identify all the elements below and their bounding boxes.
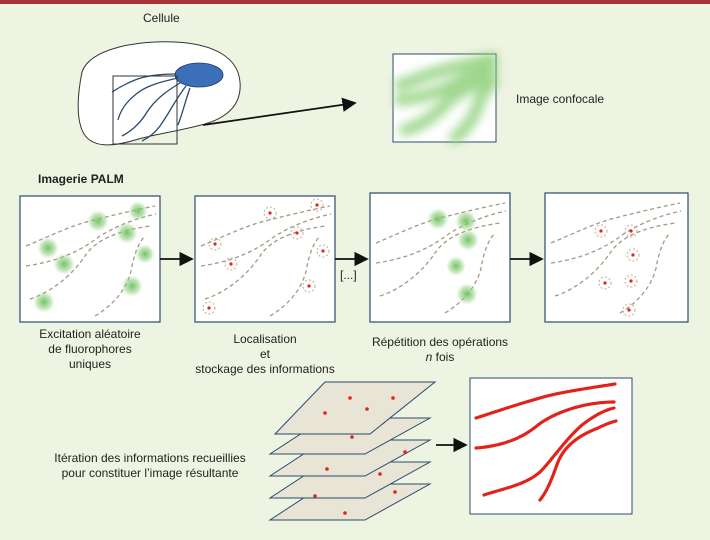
step1-caption: Excitation aléatoire de fluorophores uni… <box>20 327 160 372</box>
iteration-caption: Itération des informations recueillies p… <box>32 451 268 481</box>
cell-filaments <box>111 73 191 142</box>
stack-of-layers <box>268 381 437 521</box>
step3-line1: Répétition des opérations <box>371 335 509 349</box>
palm-panel-localisation <box>194 195 336 323</box>
step2-line1: Localisation <box>233 332 297 346</box>
step3-n: n <box>425 350 433 364</box>
iteration-line1: Itération des informations recueillies <box>54 451 246 465</box>
cell-selection-box <box>112 75 178 145</box>
final-result-image <box>469 377 633 515</box>
arrow-right-icon <box>202 97 357 126</box>
top-accent-bar <box>0 0 710 4</box>
cell-label: Cellule <box>143 11 180 25</box>
cell-illustration <box>77 41 241 146</box>
step1-line2: de fluorophores <box>48 342 132 356</box>
cell-nucleus <box>174 62 224 88</box>
step1-line3: uniques <box>68 357 112 371</box>
step1-line1: Excitation aléatoire <box>39 327 141 341</box>
step3-rest: fois <box>432 350 455 364</box>
palm-panel-result <box>544 192 689 323</box>
palm-panel-repetition <box>369 192 511 323</box>
cell-body <box>77 41 241 146</box>
step2-caption: Localisation et stockage des information… <box>180 332 350 377</box>
step2-line2: et <box>259 347 270 361</box>
palm-panel-excitation <box>19 195 161 323</box>
confocal-label: Image confocale <box>516 92 605 106</box>
step3-caption: Répétition des opérations n fois <box>360 335 520 365</box>
ellipsis-label: [...] <box>340 268 357 282</box>
step3-line2: n fois <box>360 350 520 365</box>
palm-title: Imagerie PALM <box>38 172 124 186</box>
confocal-image <box>392 52 498 144</box>
step2-line3: stockage des informations <box>195 362 335 376</box>
iteration-line2: pour constituer l’image résultante <box>61 466 239 480</box>
